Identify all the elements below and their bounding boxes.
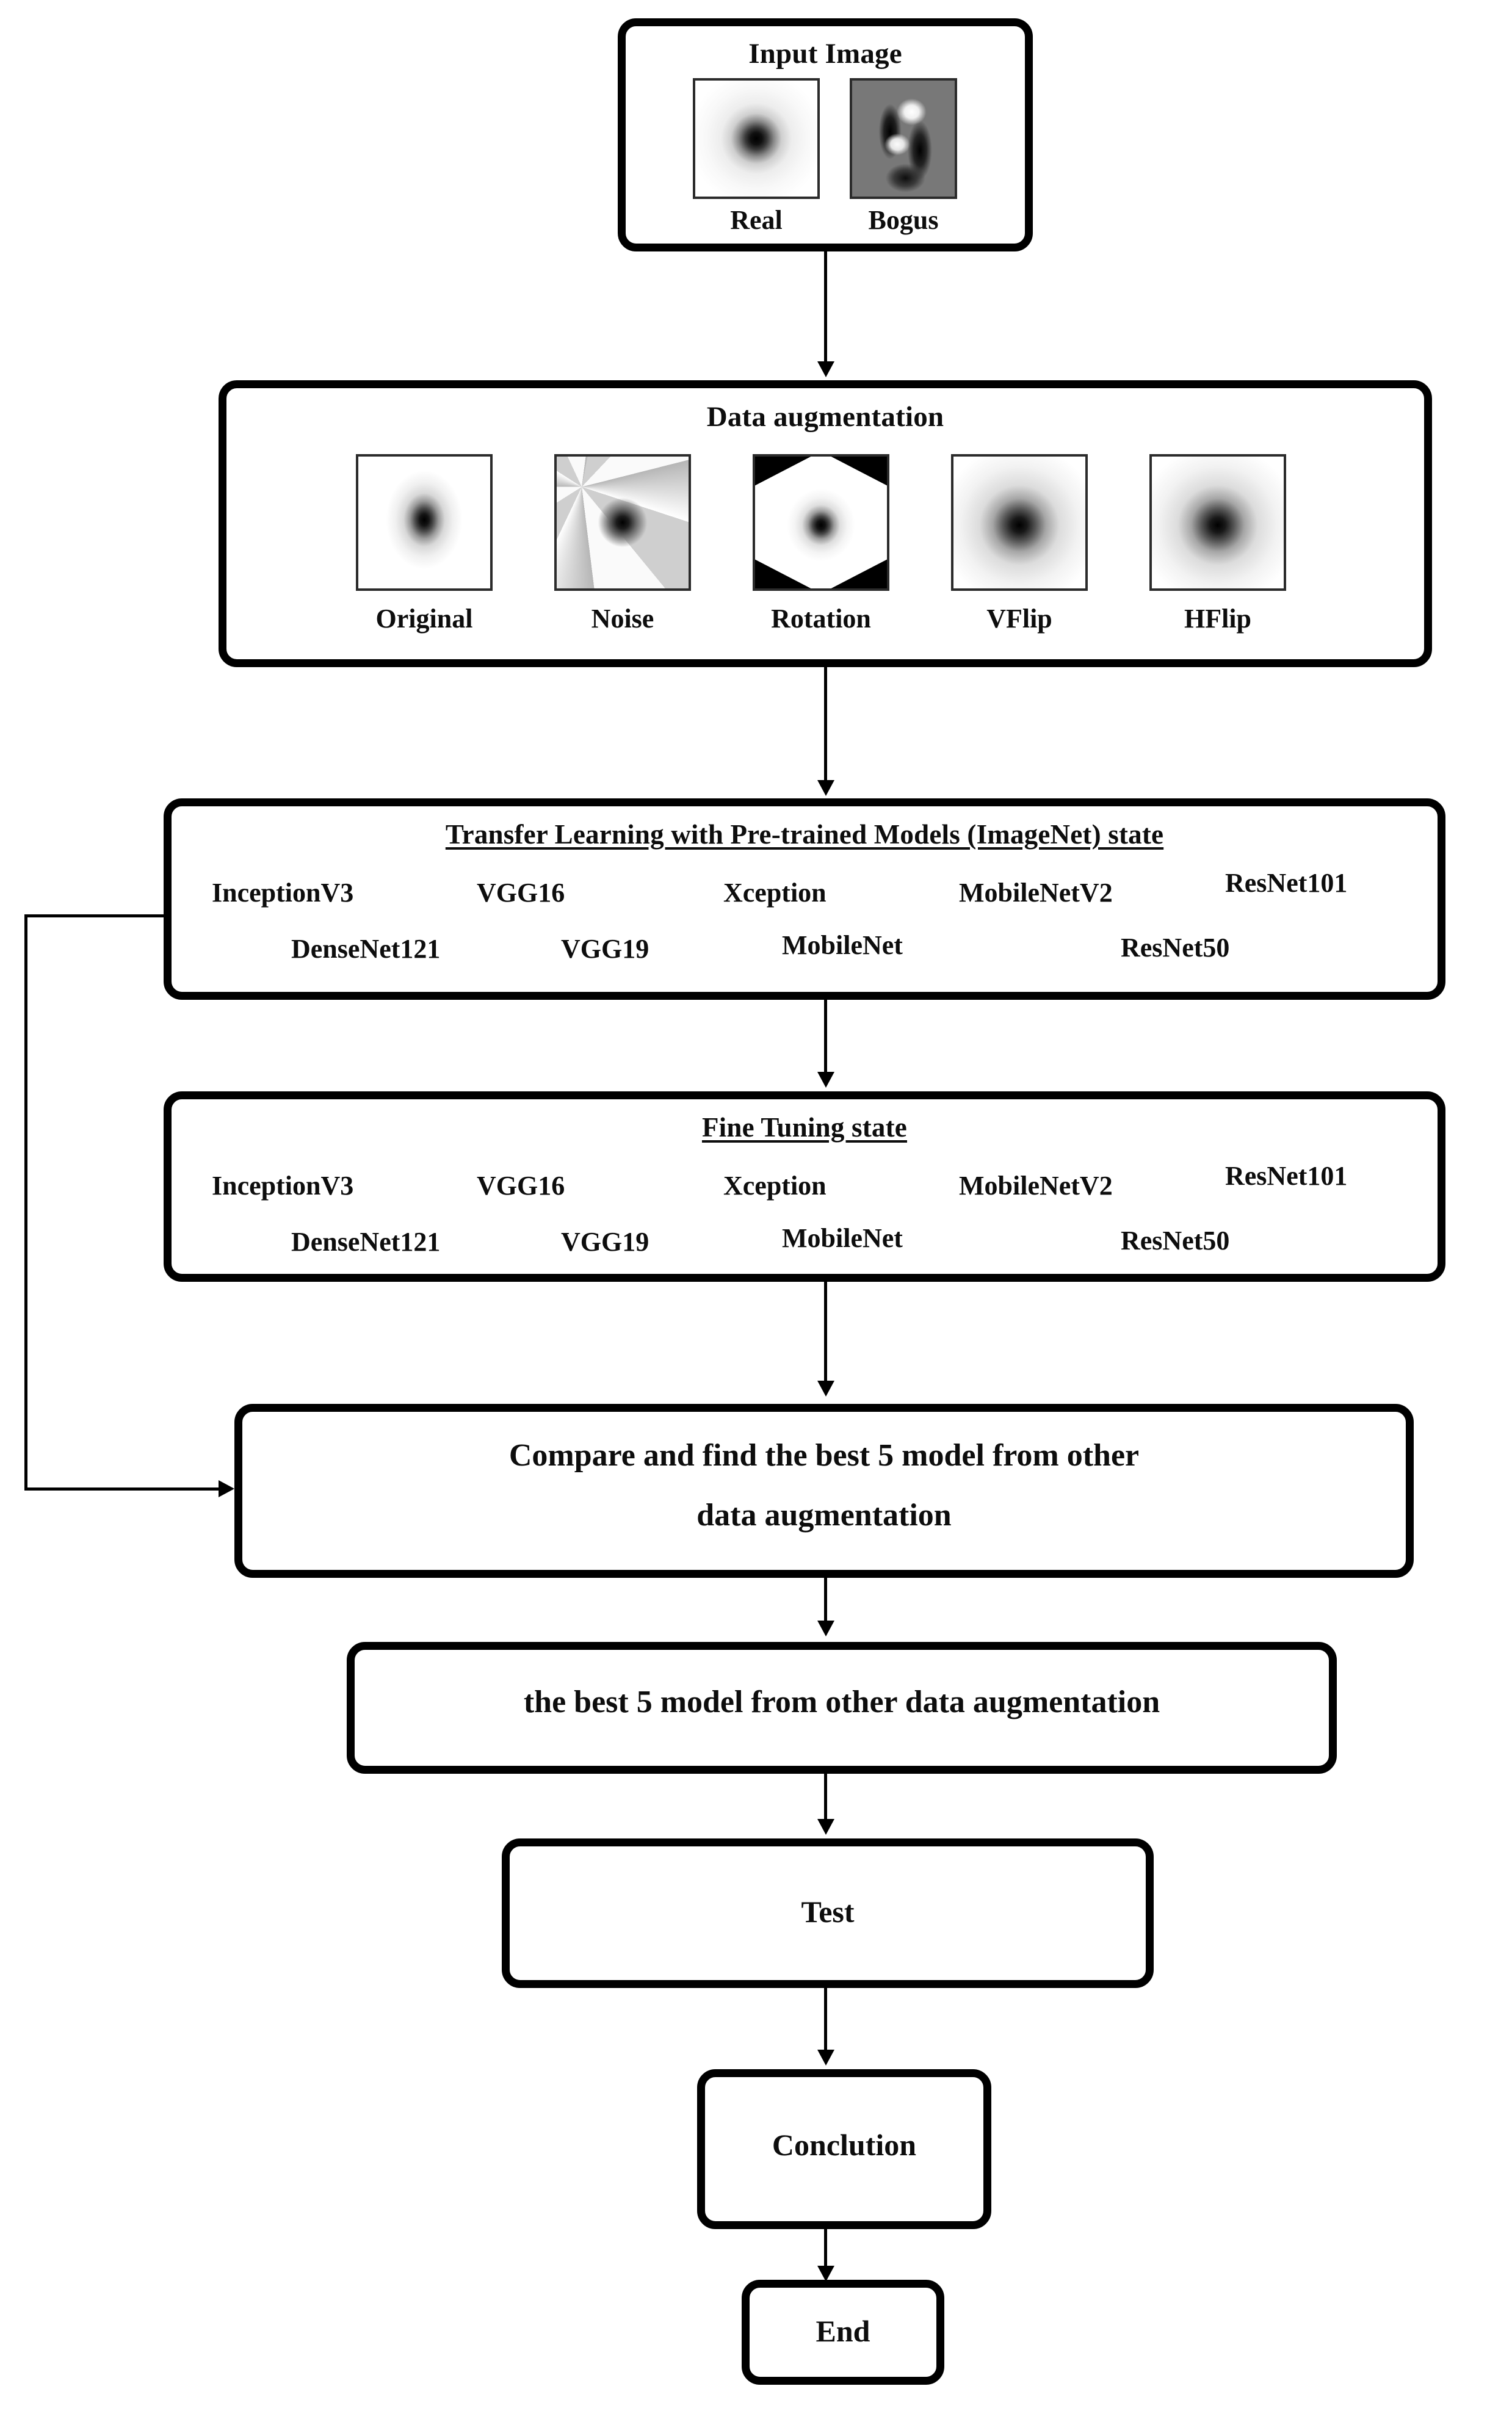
vflip-thumbnail (951, 454, 1088, 591)
hflip-thumbnail (1149, 454, 1286, 591)
best-models-text: the best 5 model from other data augment… (523, 1685, 1160, 1719)
connector-compare-to-best-models (824, 1578, 827, 1627)
real-source-thumbnail (693, 78, 820, 199)
connector-conclusion-to-end-arrow (817, 2266, 834, 2282)
compare-node[interactable]: Compare and find the best 5 model from o… (234, 1404, 1414, 1578)
rotation-thumbnail-label: Rotation (771, 604, 871, 634)
test-node[interactable]: Test (502, 1838, 1154, 1988)
conclusion-text: Conclution (772, 2128, 917, 2162)
connector-augmentation-to-transfer (824, 667, 827, 786)
finetune-model-xception: Xception (723, 1171, 827, 1201)
bogus-blob-icon (852, 81, 955, 197)
transfer-model-mobilenet: MobileNet (782, 930, 903, 960)
hflip-blob-icon (1152, 457, 1284, 588)
connector-augmentation-to-transfer-arrow (817, 780, 834, 796)
finetune-model-vgg19: VGG19 (561, 1227, 649, 1257)
transfer-model-inceptionv3: InceptionV3 (212, 878, 354, 908)
test-text: Test (801, 1895, 855, 1929)
transfer-model-xception: Xception (723, 878, 827, 908)
conclusion-node[interactable]: Conclution (697, 2069, 991, 2229)
noise-thumbnail-label: Noise (591, 604, 654, 634)
feedback-loop-bottom-segment (24, 1487, 220, 1491)
rotation-blob-icon (755, 457, 887, 588)
fine-tuning-node[interactable]: Fine Tuning state InceptionV3 VGG16 Xcep… (164, 1091, 1445, 1282)
connector-best-models-to-test-arrow (817, 1819, 834, 1835)
finetune-model-resnet101: ResNet101 (1225, 1161, 1348, 1191)
transfer-model-vgg19: VGG19 (561, 934, 649, 964)
connector-transfer-to-finetuning (824, 1000, 827, 1078)
transfer-model-mobilenetv2: MobileNetV2 (959, 878, 1113, 908)
feedback-loop-vertical-segment (24, 914, 27, 1489)
connector-input-to-augmentation (824, 251, 827, 367)
bogus-thumbnail-label: Bogus (868, 205, 939, 235)
noise-pattern-icon (557, 457, 689, 588)
data-augmentation-title: Data augmentation (706, 401, 944, 433)
connector-compare-to-best-models-arrow (817, 1621, 834, 1636)
connector-input-to-augmentation-arrow (817, 361, 834, 377)
connector-finetuning-to-compare-arrow (817, 1381, 834, 1397)
bogus-source-thumbnail (850, 78, 957, 199)
input-image-node[interactable]: Input Image Real Bogus (618, 18, 1033, 251)
vflip-thumbnail-label: VFlip (986, 604, 1052, 634)
fine-tuning-title: Fine Tuning state (701, 1112, 907, 1143)
original-thumbnail (356, 454, 493, 591)
transfer-model-densenet121: DenseNet121 (291, 934, 441, 964)
transfer-learning-title: Transfer Learning with Pre-trained Model… (445, 819, 1164, 850)
real-blob-icon (695, 81, 817, 197)
feedback-loop-top-segment (24, 914, 166, 917)
finetune-model-densenet121: DenseNet121 (291, 1227, 441, 1257)
feedback-loop-arrow (219, 1480, 234, 1497)
transfer-model-vgg16: VGG16 (477, 878, 565, 908)
original-thumbnail-label: Original (375, 604, 473, 634)
finetune-model-vgg16: VGG16 (477, 1171, 565, 1201)
connector-transfer-to-finetuning-arrow (817, 1072, 834, 1088)
data-augmentation-node[interactable]: Data augmentation Original Noise Rotatio… (219, 380, 1432, 667)
transfer-learning-node[interactable]: Transfer Learning with Pre-trained Model… (164, 798, 1445, 1000)
transfer-model-resnet101: ResNet101 (1225, 868, 1348, 898)
finetune-model-mobilenet: MobileNet (782, 1223, 903, 1253)
hflip-thumbnail-label: HFlip (1184, 604, 1252, 634)
connector-test-to-conclusion-arrow (817, 2050, 834, 2066)
finetune-model-mobilenetv2: MobileNetV2 (959, 1171, 1113, 1201)
transfer-model-resnet50: ResNet50 (1121, 933, 1230, 963)
input-image-title: Input Image (748, 38, 902, 70)
finetune-model-resnet50: ResNet50 (1121, 1226, 1230, 1256)
connector-best-models-to-test (824, 1774, 827, 1825)
original-blob-icon (358, 457, 490, 588)
connector-conclusion-to-end (824, 2229, 827, 2271)
real-thumbnail-label: Real (730, 205, 783, 235)
rotation-thumbnail (753, 454, 889, 591)
best-models-node[interactable]: the best 5 model from other data augment… (347, 1642, 1337, 1774)
noise-thumbnail (554, 454, 691, 591)
compare-line-2: data augmentation (696, 1498, 952, 1533)
end-text: End (816, 2314, 870, 2348)
connector-test-to-conclusion (824, 1988, 827, 2055)
compare-line-1: Compare and find the best 5 model from o… (508, 1438, 1140, 1473)
end-node[interactable]: End (742, 2280, 944, 2385)
connector-finetuning-to-compare (824, 1282, 827, 1387)
finetune-model-inceptionv3: InceptionV3 (212, 1171, 354, 1201)
vflip-blob-icon (953, 457, 1085, 588)
